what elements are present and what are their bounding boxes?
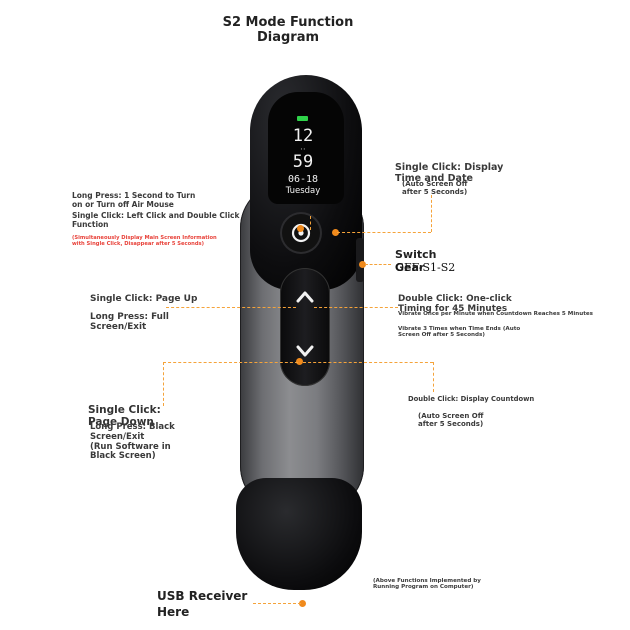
- page-up-button[interactable]: [290, 284, 320, 310]
- page-down-dot: [296, 358, 303, 365]
- screen-weekday: Tuesday: [285, 186, 321, 196]
- leader-page-down-v: [163, 362, 164, 406]
- leader-page-up-left: [166, 307, 296, 308]
- label-simultaneously-display: (Simultaneously Display Main Screen Info…: [72, 235, 217, 247]
- label-black-screen: Long Press: Black Screen/Exit (Run Softw…: [90, 422, 175, 462]
- screen-hour: 12: [292, 126, 314, 146]
- label-usb-receiver: USB Receiver Here: [157, 589, 248, 620]
- label-page-down: Single Click: Page Down: [88, 404, 161, 429]
- mouse-button-dot: [297, 225, 304, 232]
- label-full-screen: Long Press: Full Screen/Exit: [90, 312, 169, 333]
- label-switch-positions: OFF-S1-S2: [395, 261, 456, 274]
- label-timing: Double Click: One-click Timing for 45 Mi…: [398, 294, 512, 315]
- usb-dot: [299, 600, 306, 607]
- air-mouse-button[interactable]: [280, 212, 322, 254]
- label-vibrate-three: Vibrate 3 Times when Time Ends (Auto Scr…: [398, 326, 521, 339]
- switch-dot: [359, 261, 366, 268]
- leader-switch: [365, 264, 391, 265]
- label-page-up: Single Click: Page Up: [90, 294, 198, 304]
- device-bottom-cap: [236, 478, 362, 590]
- device-screen: [268, 92, 344, 204]
- leader-countdown-v: [433, 362, 434, 392]
- label-vibrate-once: Vibrate Once per Minute when Countdown R…: [398, 311, 593, 317]
- chevron-up-icon: [296, 291, 314, 303]
- page-buttons-panel: [280, 268, 330, 386]
- label-long-press-mouse: Long Press: 1 Second to Turn on or Turn …: [72, 191, 196, 209]
- diagram-title: S2 Mode Function Diagram: [222, 15, 354, 45]
- target-circle-icon: [291, 223, 311, 243]
- leader-page-down-left: [163, 362, 298, 363]
- status-led: [297, 116, 308, 121]
- page-down-button[interactable]: [290, 338, 320, 364]
- label-above-functions: (Above Functions Implemented by Running …: [373, 578, 481, 591]
- screen-date: 06-18: [287, 174, 319, 185]
- leader-mouse: [310, 216, 311, 230]
- label-auto-screen-off-countdown: (Auto Screen Off after 5 Seconds): [418, 412, 484, 429]
- label-display-countdown: Double Click: Display Countdown: [408, 395, 535, 403]
- screen-dot: [332, 229, 339, 236]
- leader-screen-v: [431, 195, 432, 232]
- leader-usb: [253, 603, 301, 604]
- label-single-click-mouse: Single Click: Left Click and Double Clic…: [72, 211, 240, 229]
- screen-minute: 59: [292, 152, 314, 172]
- chevron-down-icon: [296, 345, 314, 357]
- label-switch-gear: Switch Gear: [395, 248, 437, 274]
- leader-screen-h: [337, 232, 431, 233]
- label-display-time: Single Click: Display Time and Date: [395, 162, 504, 184]
- leader-page-up-right: [314, 307, 398, 308]
- gear-switch[interactable]: [356, 238, 364, 282]
- label-auto-screen-off-time: (Auto Screen Off after 5 Seconds): [402, 180, 468, 197]
- leader-countdown-h: [303, 362, 433, 363]
- screen-colon-icon: ··: [300, 145, 306, 155]
